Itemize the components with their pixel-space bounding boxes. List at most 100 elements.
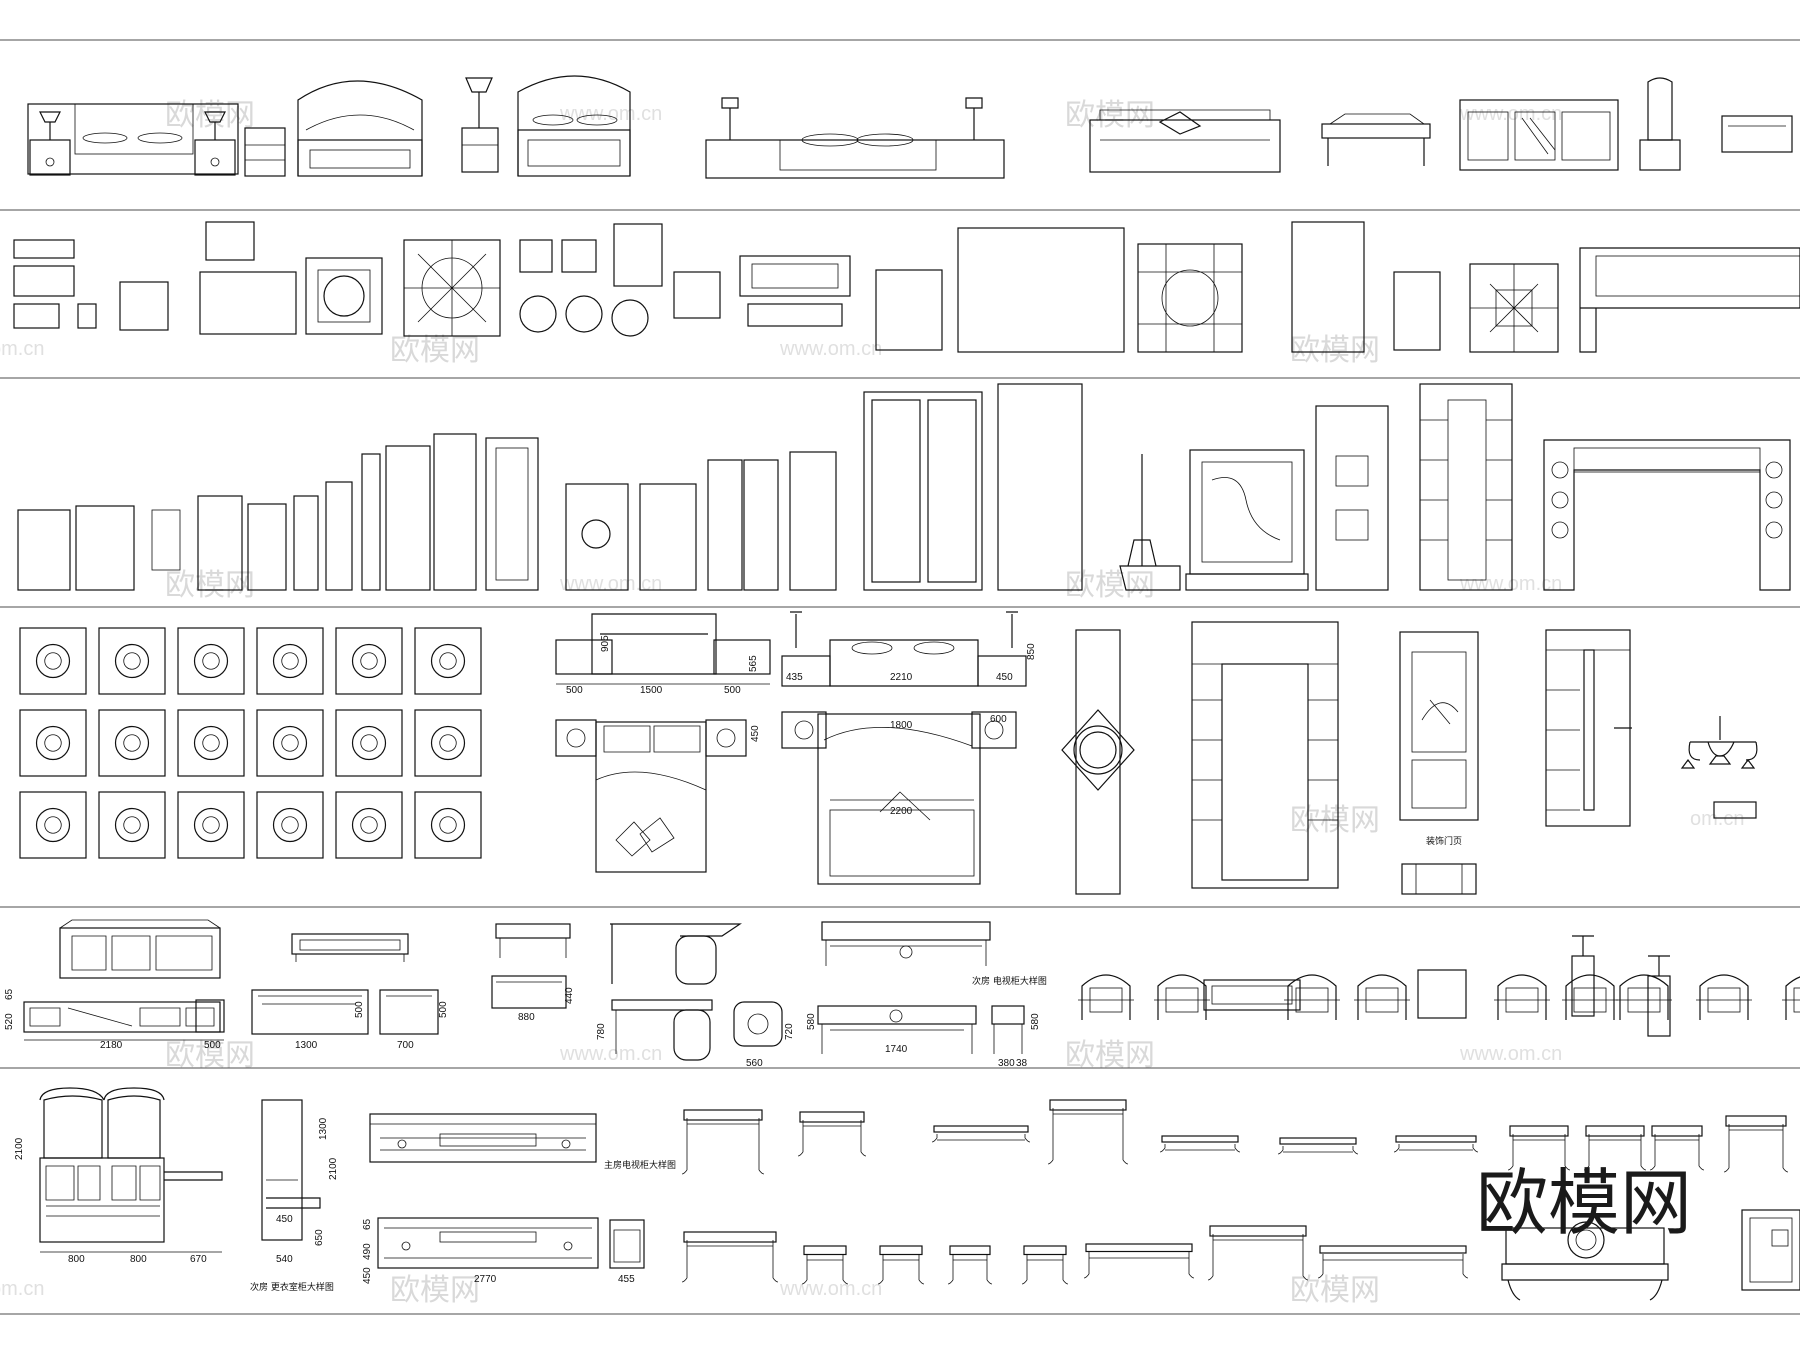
ornament-tile [256, 791, 324, 859]
row5-cabinets-desks-chairs: 2180 500 520 65 1300 500 700 500 880 440… [4, 919, 1800, 1069]
ornament-tile [414, 709, 482, 777]
ornament-tile [256, 709, 324, 777]
armchair-row [1078, 935, 1800, 1037]
dim-bed-side-r: 450 [996, 672, 1013, 683]
ornament-tile [19, 709, 87, 777]
wm-text: 欧模网 [165, 98, 255, 133]
dim-desk-h: 440 [564, 987, 575, 1004]
wm-url: www.om.cn [559, 573, 662, 595]
dim-side-w: 540 [276, 1254, 293, 1265]
ornament-tile [335, 627, 403, 695]
table [1047, 1099, 1129, 1165]
wm-url: www.om.cn [559, 1043, 662, 1065]
ornament-tile [414, 627, 482, 695]
dim-stool-h: 500 [438, 1001, 449, 1018]
wm-text: 欧模网 [165, 568, 255, 603]
wm-url: www.om.cn [1459, 1043, 1562, 1065]
caption-door-plate: 装饰门页 [1426, 835, 1462, 847]
ornamental-tile-grid [19, 627, 482, 859]
dim-tv-w: 2180 [100, 1040, 123, 1051]
dim-vanity-h: 780 [596, 1023, 607, 1040]
dim-tv-h2: 65 [4, 988, 15, 1000]
brand-watermark: 欧模网 [1476, 1161, 1692, 1245]
dim-bed-side: 435 [786, 672, 803, 683]
table [947, 1245, 993, 1285]
dim-side-h1: 1300 [318, 1117, 329, 1140]
wm-text: 欧模网 [1065, 1038, 1155, 1073]
armchair [1494, 974, 1550, 1020]
dim-plan-w: 2200 [890, 806, 913, 817]
table [1393, 1135, 1479, 1153]
dim-desk-w: 880 [518, 1012, 535, 1023]
table [877, 1245, 925, 1285]
wm-url: www.om.cn [559, 103, 662, 125]
faint-watermarks: 欧模网 www.om.cn 欧模网 www.om.cn om.cn 欧模网 ww… [0, 98, 1744, 1308]
row2-carved-panels [13, 221, 1800, 353]
dim-ward-h: 2100 [14, 1137, 25, 1160]
caption-table-title: 次房 电视柜大样图 [972, 975, 1047, 987]
table [1159, 1135, 1241, 1153]
dim-end-w1: 380 [998, 1058, 1015, 1069]
wm-text: 欧模网 [1290, 333, 1380, 368]
armchair [1284, 974, 1340, 1020]
wm-text: 欧模网 [390, 333, 480, 368]
ornament-tile [335, 791, 403, 859]
table [1723, 1115, 1789, 1173]
row4-tiles-and-elevations: 500 1500 500 905 565 2210 435 450 850 45… [19, 611, 1758, 895]
wm-text: 欧模网 [1290, 803, 1380, 838]
wm-text: 欧模网 [1065, 98, 1155, 133]
wm-url: www.om.cn [1459, 103, 1562, 125]
table [1277, 1137, 1359, 1155]
armchair [1616, 974, 1672, 1020]
wm-text: 欧模网 [1290, 1273, 1380, 1308]
wm-url: om.cn [0, 338, 44, 360]
dim-bed-w: 2210 [890, 672, 913, 683]
ornament-tile [98, 791, 166, 859]
dim-end-w2: 38 [1016, 1058, 1028, 1069]
armchair [1782, 976, 1800, 1020]
wm-url: www.om.cn [1459, 573, 1562, 595]
table [797, 1111, 867, 1157]
dim-chair-w: 560 [746, 1058, 763, 1069]
dim-sofa-h2: 565 [748, 655, 759, 672]
table [801, 1245, 849, 1285]
table [1021, 1245, 1069, 1285]
dim-tv2-w: 2770 [474, 1274, 497, 1285]
dim-tv-h1: 520 [4, 1013, 15, 1030]
armchair [1078, 974, 1134, 1020]
ornament-tile [19, 791, 87, 859]
table [1317, 1245, 1469, 1279]
ornament-tile [98, 627, 166, 695]
dim-bed-h: 850 [1026, 643, 1037, 660]
dim-tv2-h2: 65 [362, 1218, 373, 1230]
table [1507, 1125, 1571, 1171]
dim-sofa-left: 500 [566, 685, 583, 696]
table [1583, 1125, 1647, 1171]
dim-chair-h: 720 [784, 1023, 795, 1040]
dim-stool-w: 700 [397, 1040, 414, 1051]
dim-end-h: 580 [1030, 1013, 1041, 1030]
wm-url: om.cn [0, 1278, 44, 1300]
row6-wardrobes-and-tables: 800 800 670 2100 1300 2100 450 650 540 次… [14, 1087, 1800, 1301]
tall-chair [1647, 955, 1671, 1037]
ornament-tile [177, 709, 245, 777]
dim-long-w: 1740 [885, 1044, 908, 1055]
table [1083, 1243, 1195, 1279]
table [1207, 1225, 1309, 1281]
dim-tv-side: 500 [204, 1040, 221, 1051]
dim-cab-w: 455 [618, 1274, 635, 1285]
band-separators [0, 39, 1800, 1315]
dim-tv2-h1: 490 [362, 1243, 373, 1260]
dim-long-h: 580 [806, 1013, 817, 1030]
caption-ward-title: 次房 更衣室柜大样图 [250, 1281, 334, 1293]
armchair [1417, 969, 1467, 1019]
dim-ward-w1: 800 [68, 1254, 85, 1265]
dim-plan-r: 600 [990, 714, 1007, 725]
ornament-tile [19, 627, 87, 695]
tall-chair [1571, 935, 1595, 1017]
armchair [1203, 979, 1301, 1011]
caption-tv-title: 主房电视柜大样图 [604, 1159, 676, 1171]
ornament-tile [177, 627, 245, 695]
ornament-tile [177, 791, 245, 859]
